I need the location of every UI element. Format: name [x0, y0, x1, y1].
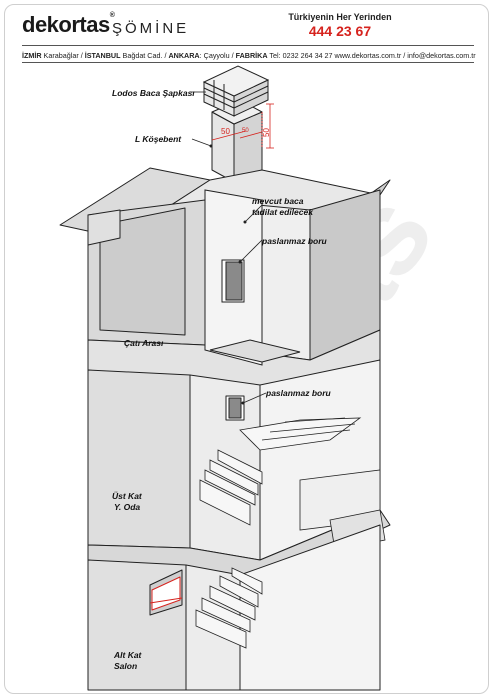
- ground-staircase: [195, 567, 263, 649]
- label-ground-floor-2: Salon: [114, 661, 138, 671]
- hotline-number: 444 23 67: [308, 23, 372, 39]
- dimension-lines: [211, 103, 274, 149]
- upper-staircase: [199, 417, 386, 551]
- header-divider-bottom: [22, 62, 474, 63]
- label-ground-floor-1: Alt Kat: [114, 650, 142, 660]
- label-elbow: L Köşebent: [135, 134, 182, 144]
- brand-logo: dekortas®: [22, 12, 115, 37]
- hotline-caption: Türkiyenin Her Yerinden: [288, 12, 392, 22]
- ground-floor: [87, 524, 381, 691]
- label-upper-floor-1: Üst Kat: [112, 491, 142, 501]
- label-existing-flue-1: mevcut baca: [252, 196, 304, 206]
- dimension-width-a: 50: [221, 127, 230, 136]
- existing-flue-shaft: [204, 189, 301, 366]
- address-line: İZMİR Karabağlar / İSTANBUL Bağdat Cad. …: [22, 51, 476, 60]
- label-steel-pipe-2: paslanmaz boru: [266, 388, 331, 398]
- brand-subtitle: ŞÖMİNE: [112, 20, 190, 37]
- label-upper-floor-2: Y. Oda: [114, 502, 141, 512]
- label-cap: Lodos Baca Şapkası: [112, 88, 195, 98]
- label-attic: Çatı Arası: [124, 338, 164, 348]
- label-existing-flue-2: tadilat edilecek: [252, 207, 313, 217]
- page-frame: [4, 4, 489, 694]
- dimension-width-b: 50: [242, 128, 249, 134]
- header-divider-top: [22, 45, 474, 46]
- label-steel-pipe-1: paslanmaz boru: [262, 236, 327, 246]
- chimney-cap: [202, 65, 270, 117]
